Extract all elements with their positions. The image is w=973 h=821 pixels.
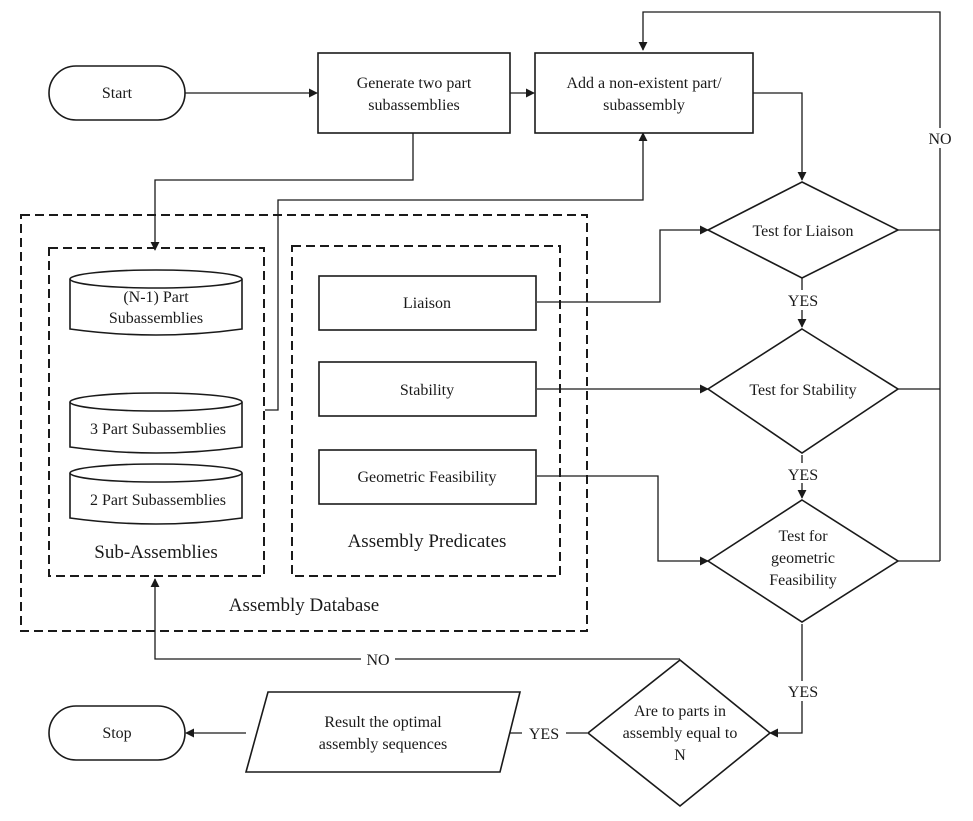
test-stability-label: Test for Stability [749, 382, 856, 399]
equal-n-label-line3: N [674, 747, 686, 764]
start-label: Start [102, 85, 133, 102]
test-geometric-label-line2: geometric [771, 550, 835, 567]
add-part-label-line2: subassembly [603, 97, 685, 114]
no-label-equal: NO [366, 652, 389, 669]
assembly-database-group [20, 214, 588, 632]
test-liaison-decision [706, 181, 900, 279]
connectors [150, 11, 941, 738]
edge-geometric-equal [769, 624, 803, 738]
test-geometric-decision [706, 499, 900, 623]
assembly-database-title: Assembly Database [229, 595, 379, 616]
test-geometric-label-line1: Test for [778, 528, 828, 545]
yes-label-geometric: YES [788, 684, 818, 701]
pred-liaison-label: Liaison [403, 295, 451, 312]
edge-no-loop-add [638, 11, 941, 561]
no-label-tests: NO [928, 131, 951, 148]
assembly-predicates-group [291, 245, 561, 577]
edge-pred-geometric [537, 475, 709, 566]
assembly-predicates-title: Assembly Predicates [348, 531, 507, 552]
equal-n-label-line2: assembly equal to [623, 725, 738, 742]
test-liaison-label: Test for Liaison [752, 223, 853, 240]
yes-equal-bg [522, 723, 566, 743]
generate-label-line2: subassemblies [368, 97, 460, 114]
pred-stability-box [318, 361, 537, 417]
equal-n-label-line1: Are to parts in [634, 703, 726, 720]
pred-geometric-label: Geometric Feasibility [357, 469, 496, 486]
equal-n-decision [586, 658, 772, 808]
result-label-line2: assembly sequences [319, 736, 447, 753]
test-geometric-label-line3: Feasibility [769, 572, 837, 589]
stop-terminal [48, 705, 186, 761]
yes-label-equal: YES [529, 726, 559, 743]
edge-generate-subassemblies [150, 133, 414, 251]
no-equal-bg [361, 649, 395, 669]
db-2-label: 2 Part Subassemblies [90, 492, 226, 509]
sub-assemblies-group [48, 247, 265, 577]
stop-label: Stop [102, 725, 131, 742]
sub-assemblies-title: Sub-Assemblies [94, 542, 218, 563]
generate-label-line1: Generate two part [357, 75, 472, 92]
db-n1-cylinder [69, 269, 243, 336]
start-terminal [48, 65, 186, 121]
db-n1-label-line1: (N-1) Part [123, 289, 189, 306]
add-part-box [534, 52, 754, 134]
edge-tests-to-no [898, 229, 940, 562]
edge-add-liaison [753, 92, 807, 181]
db-2-cylinder [69, 463, 243, 525]
result-label-line1: Result the optimal [324, 714, 442, 731]
db-3-cylinder [69, 392, 243, 454]
edge-pred-liaison [537, 225, 709, 303]
db-n1-label-line2: Subassemblies [109, 310, 203, 327]
pred-geometric-box [318, 449, 537, 505]
no-tests-bg [924, 128, 956, 148]
pred-stability-label: Stability [400, 382, 454, 399]
pred-liaison-box [318, 275, 537, 331]
yes-geometric-bg [781, 681, 825, 701]
yes-label-stability: YES [788, 467, 818, 484]
db-3-label: 3 Part Subassemblies [90, 421, 226, 438]
edge-subassemblies-add [265, 132, 648, 411]
yes-liaison-bg [781, 290, 825, 310]
add-part-label-line1: Add a non-existent part/ [566, 75, 722, 92]
generate-subassemblies-box [317, 52, 511, 134]
yes-stability-bg [781, 463, 825, 483]
result-output [244, 691, 522, 773]
test-stability-decision [706, 328, 900, 454]
edge-equal-no-loop [150, 578, 680, 660]
yes-label-liaison: YES [788, 293, 818, 310]
